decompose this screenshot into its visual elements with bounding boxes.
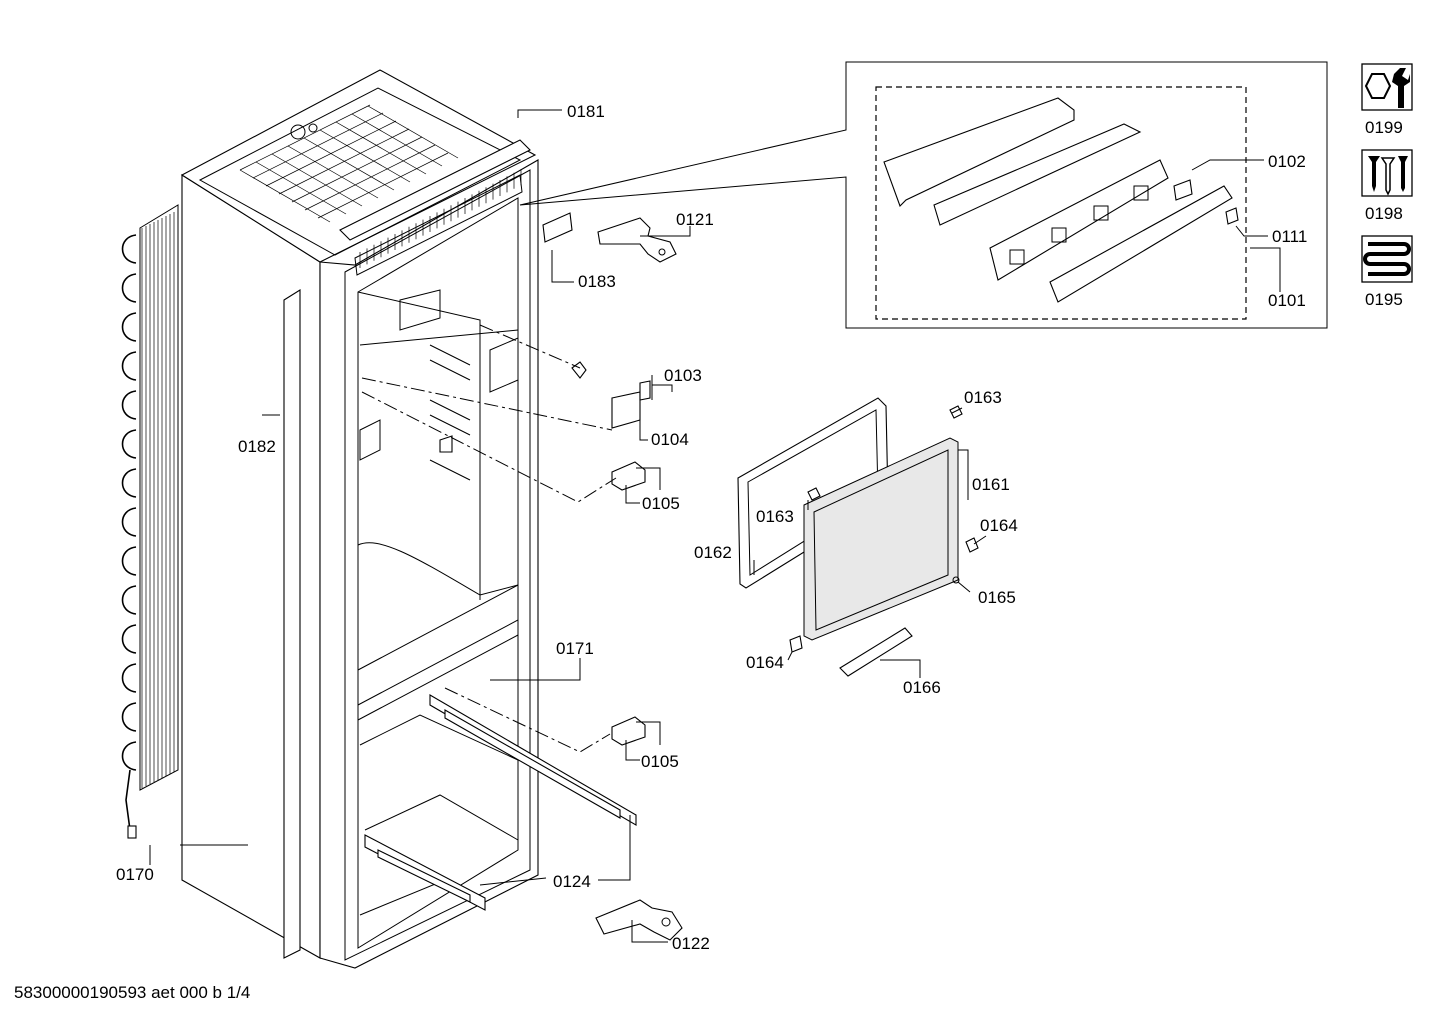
icon-label-0195: 0195: [1365, 290, 1403, 309]
callout-labels: 0181 0121 0183 0182 0102 0111 0101 0103 …: [116, 102, 1307, 953]
bracket-0183: [542, 212, 573, 243]
callout-0165: 0165: [978, 588, 1016, 607]
heating-coil-icon: [1361, 235, 1413, 283]
callout-0164-lower: 0164: [746, 653, 784, 672]
callout-0105-upper: 0105: [642, 494, 680, 513]
icon-label-0199: 0199: [1365, 118, 1403, 137]
callout-0122: 0122: [672, 934, 710, 953]
callout-0163-upper: 0163: [964, 388, 1002, 407]
fridge-cabinet: [180, 69, 539, 969]
drawing-reference: 58300000190593 aet 000 b 1/4: [14, 983, 250, 1002]
callout-0124: 0124: [553, 872, 591, 891]
light-0105-lower: [611, 716, 646, 746]
callout-0162: 0162: [694, 543, 732, 562]
callout-0182: 0182: [238, 437, 276, 456]
callout-0164-upper: 0164: [980, 516, 1018, 535]
leader-lines: [149, 109, 1281, 943]
wrench-nut-icon: [1361, 63, 1413, 111]
callout-0103: 0103: [664, 366, 702, 385]
light-0105-upper: [611, 461, 646, 491]
control-module-inset: [519, 61, 1328, 329]
callout-0104: 0104: [651, 430, 689, 449]
callout-0170: 0170: [116, 865, 154, 884]
drawer-rail-0124: [364, 694, 637, 911]
hinge-0122: [595, 899, 683, 941]
hinge-0121: [597, 217, 677, 263]
callout-0121: 0121: [676, 210, 714, 229]
callout-0181: 0181: [567, 102, 605, 121]
icon-label-0198: 0198: [1365, 204, 1403, 223]
callout-0102: 0102: [1268, 152, 1306, 171]
accessory-icons: 0199 0198 0195: [1361, 63, 1413, 309]
condenser-coil: [121, 204, 179, 839]
assembly-lines: [361, 324, 617, 753]
cover-0104: [611, 380, 651, 429]
callout-0163-lower: 0163: [756, 507, 794, 526]
callout-0183: 0183: [578, 272, 616, 291]
callout-0101: 0101: [1268, 291, 1306, 310]
door-assembly: [737, 397, 979, 677]
callout-0105-lower: 0105: [641, 752, 679, 771]
callout-0171: 0171: [556, 639, 594, 658]
screws-icon: [1361, 149, 1413, 197]
callout-0161: 0161: [972, 475, 1010, 494]
callout-0111: 0111: [1272, 227, 1307, 246]
callout-0166: 0166: [903, 678, 941, 697]
